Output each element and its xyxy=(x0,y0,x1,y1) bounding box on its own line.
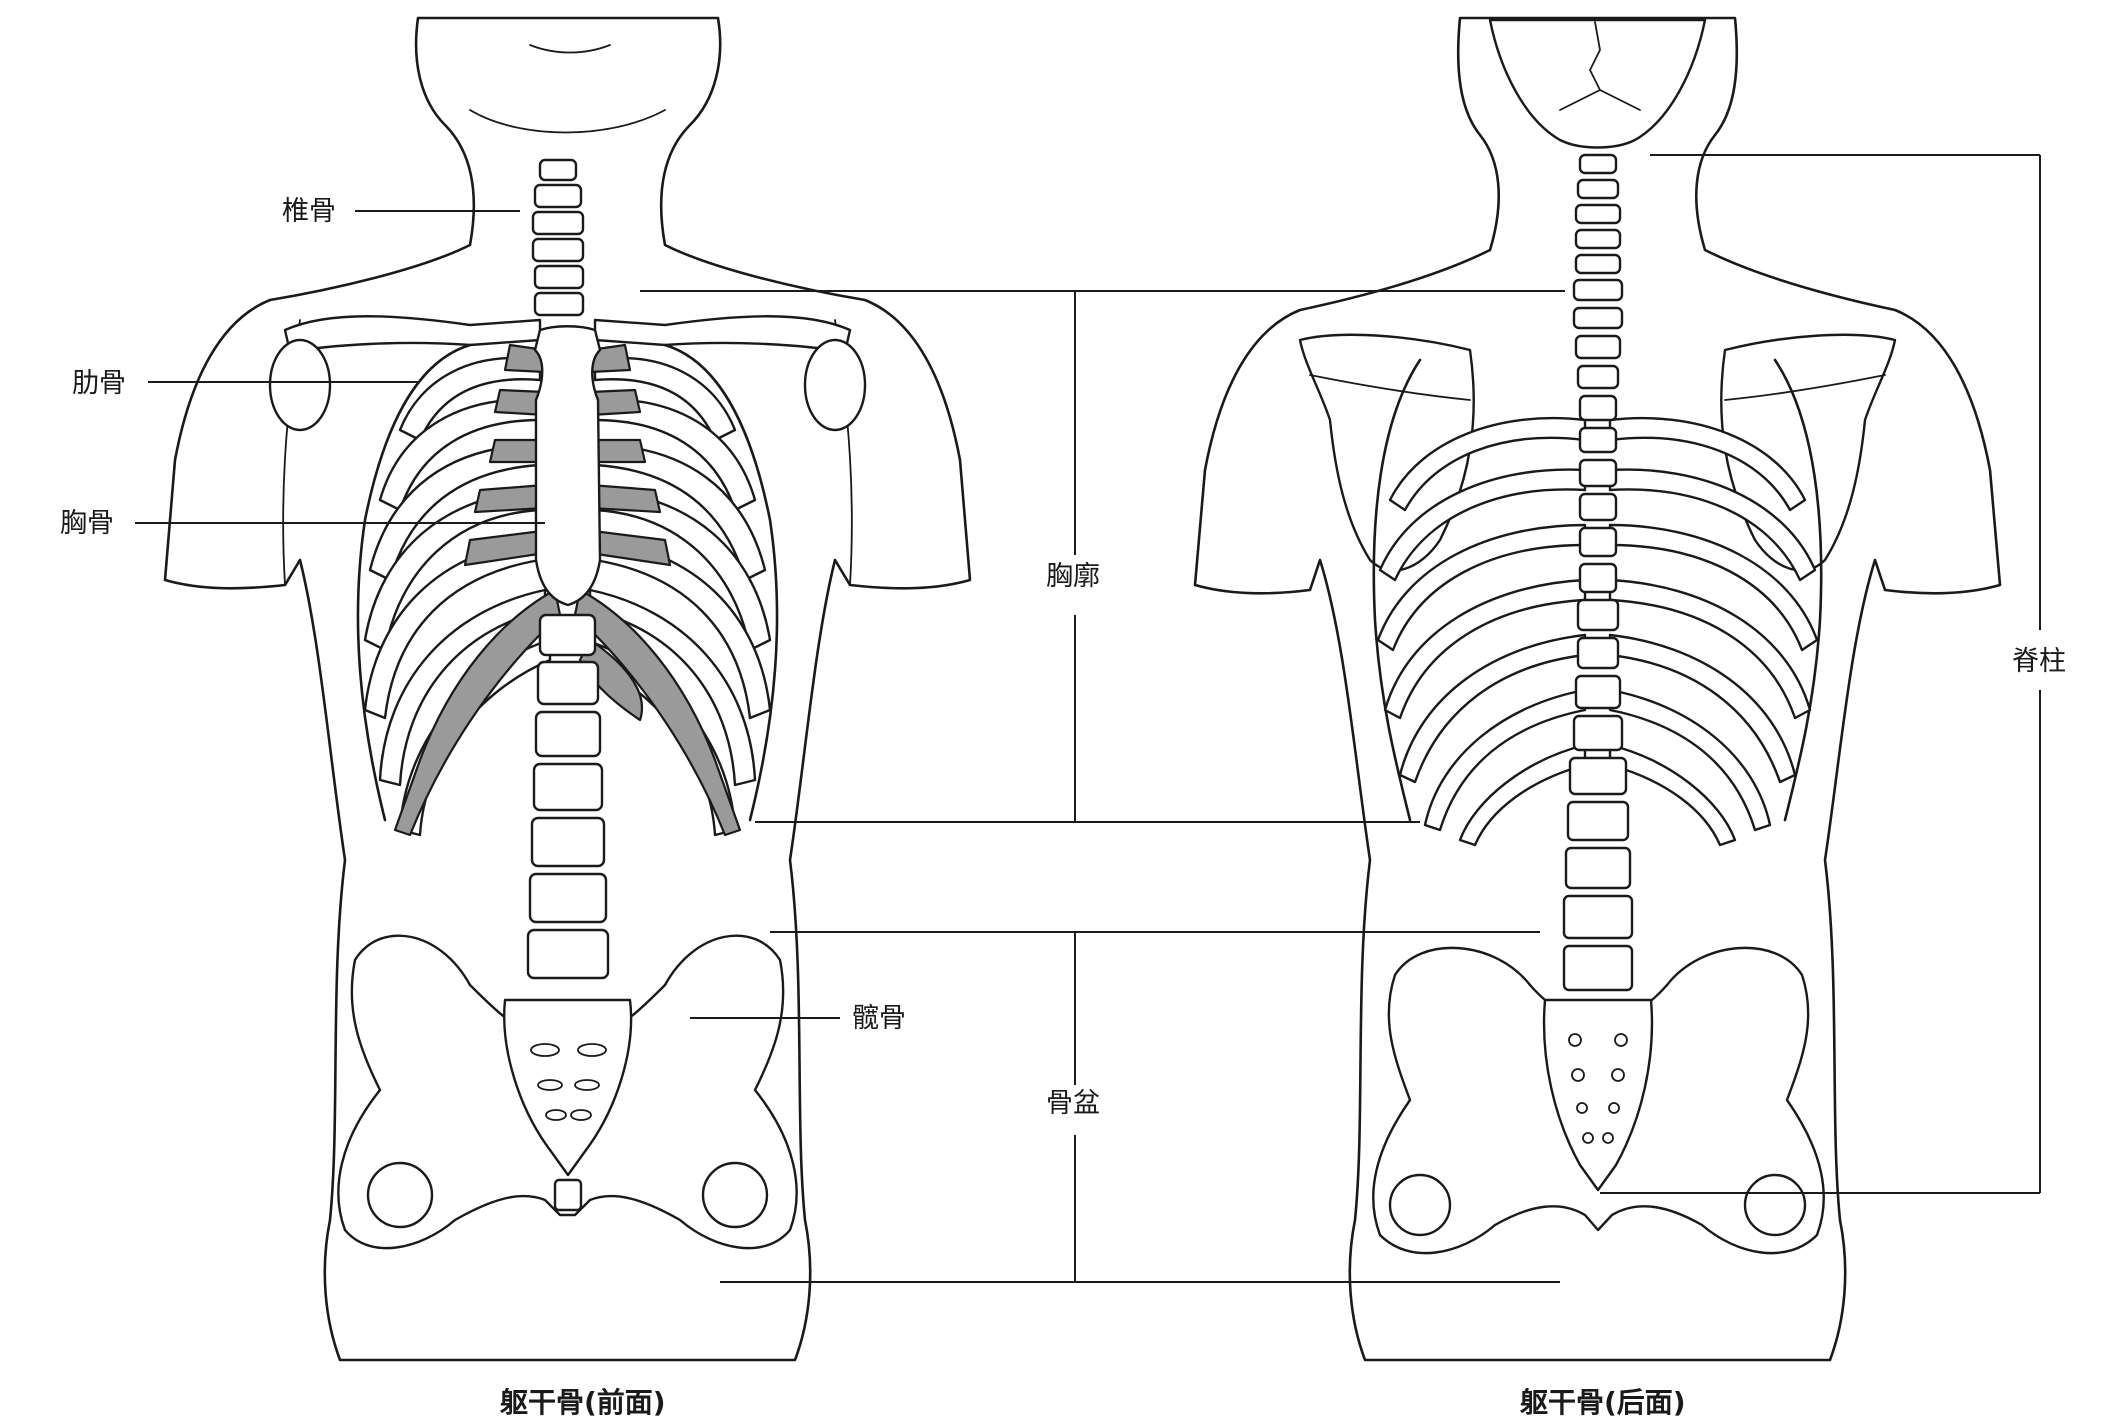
leader-lines xyxy=(135,154,2041,1283)
label-thorax: 胸廓 xyxy=(1046,561,1100,592)
caption-back: 躯干骨(后面) xyxy=(1519,1386,1686,1419)
back-left-ribs xyxy=(1376,416,1587,847)
back-left-scapular-spine xyxy=(1309,374,1471,401)
front-costal-cartilage xyxy=(393,343,742,837)
label-pelvis: 骨盆 xyxy=(1046,1088,1100,1119)
front-jaw xyxy=(469,109,666,134)
back-sacral-foramina xyxy=(1568,1033,1628,1144)
front-sternum xyxy=(533,325,602,607)
spine-bracket xyxy=(1600,154,2041,1194)
front-sacrum xyxy=(503,998,633,1177)
front-pubic-symphysis xyxy=(553,1178,583,1212)
label-sternum: 胸骨 xyxy=(60,508,114,539)
label-rib: 肋骨 xyxy=(72,368,126,399)
front-left-femoral-head xyxy=(366,1161,434,1229)
front-torso-outline xyxy=(163,16,972,1362)
back-right-ribs xyxy=(1608,416,1819,847)
caption-front: 躯干骨(前面) xyxy=(499,1386,666,1419)
back-right-femoral-head xyxy=(1743,1173,1807,1237)
pelvis-bracket xyxy=(720,931,1560,1283)
front-left-clavicle xyxy=(283,315,542,354)
label-spine: 脊柱 xyxy=(2012,646,2066,677)
back-view-figure xyxy=(1193,16,2002,1362)
back-left-femoral-head xyxy=(1388,1173,1452,1237)
back-ribcage-outline xyxy=(1372,358,1823,822)
back-sacrum xyxy=(1542,998,1654,1192)
back-torso-outline xyxy=(1193,16,2002,1362)
front-lumbar-spine xyxy=(526,613,610,980)
front-right-femoral-head xyxy=(701,1161,769,1229)
label-ilium: 髋骨 xyxy=(852,1003,906,1034)
back-skull-suture xyxy=(1559,21,1641,111)
back-right-scapular-spine xyxy=(1724,374,1886,401)
back-vertebral-column xyxy=(1562,153,1634,992)
label-vertebra: 椎骨 xyxy=(282,196,336,227)
front-mouth xyxy=(529,44,611,54)
front-left-humeral-head xyxy=(268,338,332,432)
front-right-clavicle xyxy=(593,315,852,354)
front-cervical-spine xyxy=(531,158,585,317)
front-ribcage-outline xyxy=(356,343,779,822)
thorax-bracket xyxy=(640,290,1565,823)
front-view-figure xyxy=(163,16,972,1362)
front-sacral-foramina xyxy=(530,1043,607,1121)
front-right-humeral-head xyxy=(803,338,867,432)
